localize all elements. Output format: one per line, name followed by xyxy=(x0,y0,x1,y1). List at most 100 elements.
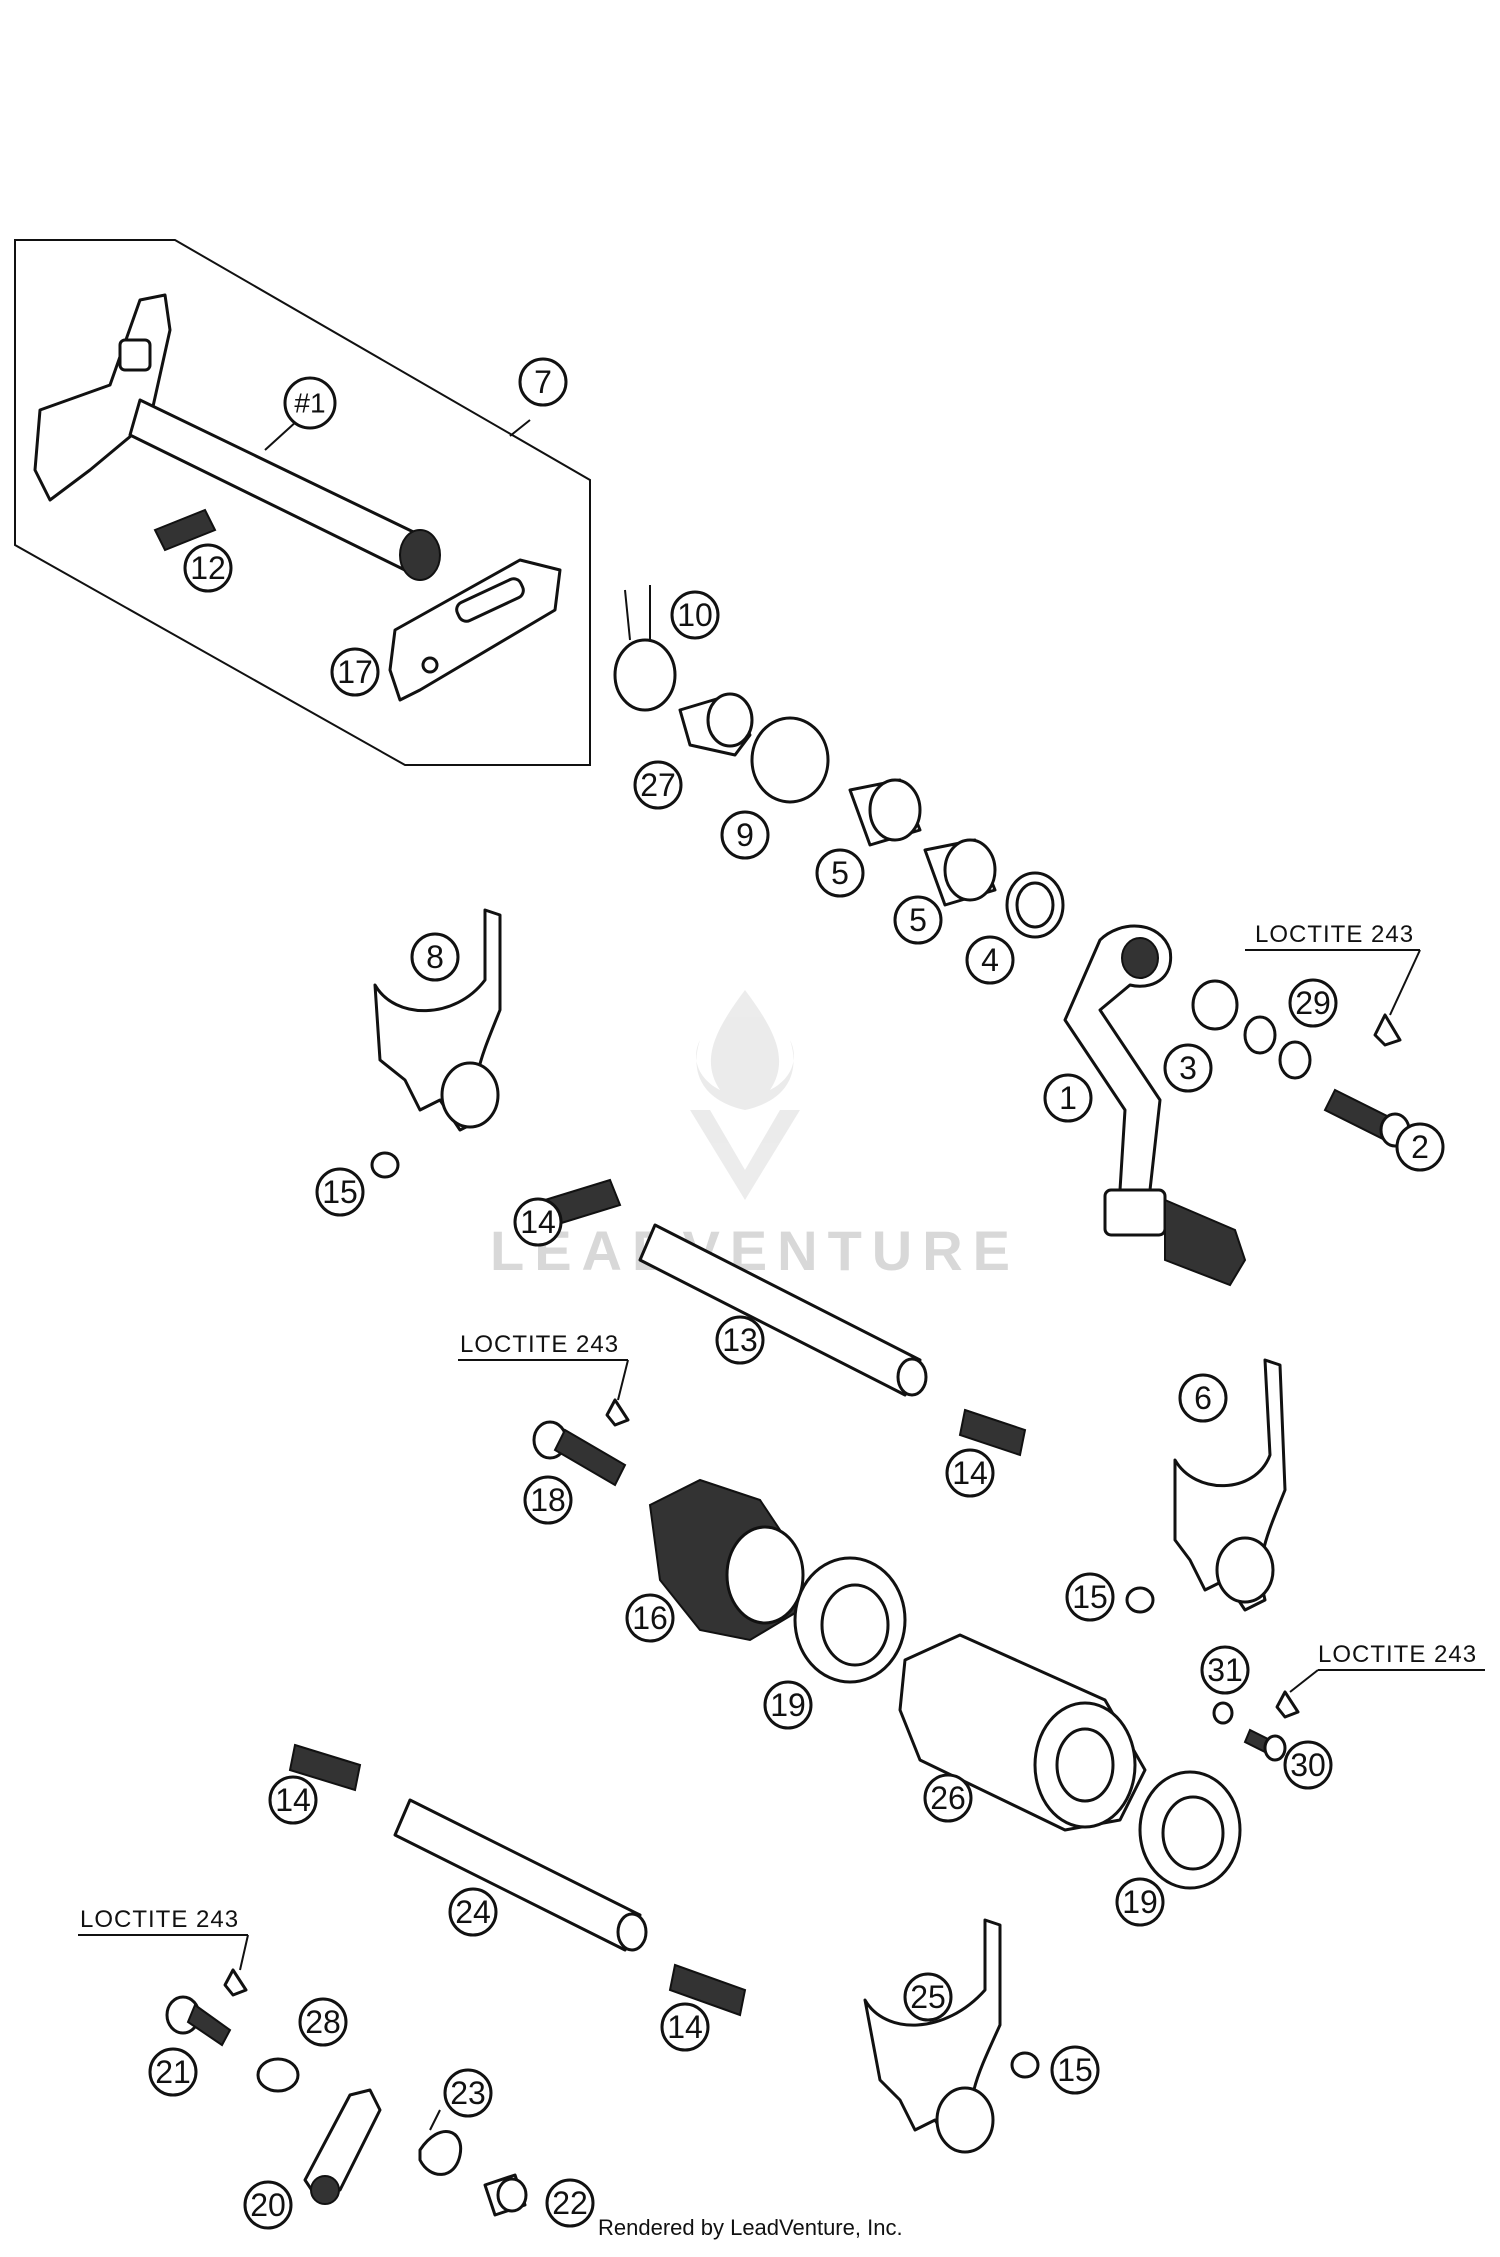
plate-17 xyxy=(388,558,562,702)
callout: 27 xyxy=(633,760,683,810)
callout-label: 28 xyxy=(305,2004,341,2040)
callout: 2 xyxy=(1395,1122,1445,1172)
callout-label: 15 xyxy=(1072,1579,1108,1615)
callout-label: 14 xyxy=(667,2009,703,2045)
shift-drum-26 xyxy=(898,1633,1147,1832)
callout: 20 xyxy=(243,2180,293,2230)
callout: 15 xyxy=(1065,1572,1115,1622)
callout: 14 xyxy=(660,2002,710,2052)
flame-v-logo-icon xyxy=(690,990,800,1200)
callout-label: 23 xyxy=(450,2075,486,2111)
loctite-note-screw-18: LOCTITE 243 xyxy=(460,1331,619,1358)
callout: 5 xyxy=(815,848,865,898)
callout-label: 5 xyxy=(909,902,927,938)
shift-lever-1 xyxy=(1063,924,1247,1287)
part-27 xyxy=(678,692,754,757)
spring-clip-10 xyxy=(613,585,677,712)
callout: 21 xyxy=(148,2047,198,2097)
shift-fork-25 xyxy=(863,1918,1002,2154)
callout-label: 18 xyxy=(530,1482,566,1518)
callout: 7 xyxy=(518,357,568,407)
callout-label: 5 xyxy=(831,855,849,891)
callouts: 7 #1 12 17 10 27 9 5 5 4 29 3 1 2 8 15 1… xyxy=(148,357,1445,2230)
bearing-19b xyxy=(1138,1770,1242,1890)
loctite-drop-18 xyxy=(458,1359,630,1427)
washer-9 xyxy=(750,716,830,804)
callout: 29 xyxy=(1288,978,1338,1028)
bolt-21 xyxy=(165,1995,232,2047)
washer-31 xyxy=(1212,1701,1234,1725)
callout: 19 xyxy=(763,1680,813,1730)
callout: 15 xyxy=(315,1167,365,1217)
callout: 25 xyxy=(903,1972,953,2022)
callout: 6 xyxy=(1178,1373,1228,1423)
callout: 8 xyxy=(410,932,460,982)
bolt-18 xyxy=(532,1420,627,1487)
callout: 17 xyxy=(330,647,380,697)
loctite-drop-30 xyxy=(1275,1669,1485,1719)
callout: 30 xyxy=(1283,1740,1333,1790)
loctite-note-screw-21: LOCTITE 243 xyxy=(80,1906,239,1933)
callout: 26 xyxy=(923,1773,973,1823)
callout: 9 xyxy=(720,810,770,860)
spring-12 xyxy=(153,508,217,552)
seal-4 xyxy=(1005,871,1065,939)
callout-label: 30 xyxy=(1290,1747,1326,1783)
callout-label: 26 xyxy=(930,1780,966,1816)
loctite-note-shift-lever: LOCTITE 243 xyxy=(1255,921,1414,948)
callout-label: 24 xyxy=(455,1894,491,1930)
callout-label: 9 xyxy=(736,817,754,853)
shift-fork-8 xyxy=(373,908,502,1132)
callout: 10 xyxy=(670,590,720,640)
callout-label: 22 xyxy=(552,2185,588,2221)
callout-label: 19 xyxy=(770,1687,806,1723)
loctite-notes: LOCTITE 243 LOCTITE 243 LOCTITE 243 LOCT… xyxy=(80,921,1477,1933)
bolt-2 xyxy=(1323,1088,1411,1148)
callout-label: 14 xyxy=(952,1455,988,1491)
callout-label: 25 xyxy=(910,1979,946,2015)
callout-label: 10 xyxy=(677,597,713,633)
spring-14c xyxy=(288,1743,362,1792)
shift-fork-6 xyxy=(1173,1358,1287,1612)
callout-label: 19 xyxy=(1122,1884,1158,1920)
roller-22 xyxy=(483,2173,528,2217)
callout: 5 xyxy=(893,895,943,945)
callout-label: 15 xyxy=(322,1174,358,1210)
callout-label: 7 xyxy=(534,364,552,400)
cam-16 xyxy=(648,1478,805,1642)
washer-28 xyxy=(256,2057,300,2093)
callout: 14 xyxy=(513,1197,563,1247)
callout-label: 21 xyxy=(155,2054,191,2090)
callout-label: 6 xyxy=(1194,1380,1212,1416)
callout: 14 xyxy=(945,1448,995,1498)
callout-label: 27 xyxy=(640,767,676,803)
callout: 14 xyxy=(268,1775,318,1825)
shaft-24 xyxy=(393,1798,648,1952)
watermark-text: LEADVENTURE xyxy=(490,1219,1020,1282)
watermark: LEADVENTURE xyxy=(490,990,1020,1282)
callout: 16 xyxy=(625,1593,675,1643)
callout: 28 xyxy=(298,1997,348,2047)
callout-label: 2 xyxy=(1411,1129,1429,1165)
callout: 12 xyxy=(183,543,233,593)
callout: 13 xyxy=(715,1315,765,1365)
spring-14b xyxy=(958,1408,1027,1457)
loctite-note-screw-30: LOCTITE 243 xyxy=(1318,1641,1477,1668)
callout: 23 xyxy=(443,2068,493,2118)
callout-label: 15 xyxy=(1057,2052,1093,2088)
callout: 3 xyxy=(1163,1043,1213,1093)
callout: 22 xyxy=(545,2178,595,2228)
bearing-19a xyxy=(793,1556,907,1684)
screw-30 xyxy=(1243,1728,1287,1762)
callout-label: 14 xyxy=(520,1204,556,1240)
callout: #1 xyxy=(283,376,337,430)
spring-14d xyxy=(668,1963,747,2017)
loctite-drop-21 xyxy=(78,1934,249,1997)
credit-text: Rendered by LeadVenture, Inc. xyxy=(598,2215,903,2240)
callout: 4 xyxy=(965,935,1015,985)
callout: 19 xyxy=(1115,1877,1165,1927)
washer-3 xyxy=(1191,979,1239,1031)
callout-label: 12 xyxy=(190,550,226,586)
pin-15b xyxy=(1125,1586,1155,1614)
